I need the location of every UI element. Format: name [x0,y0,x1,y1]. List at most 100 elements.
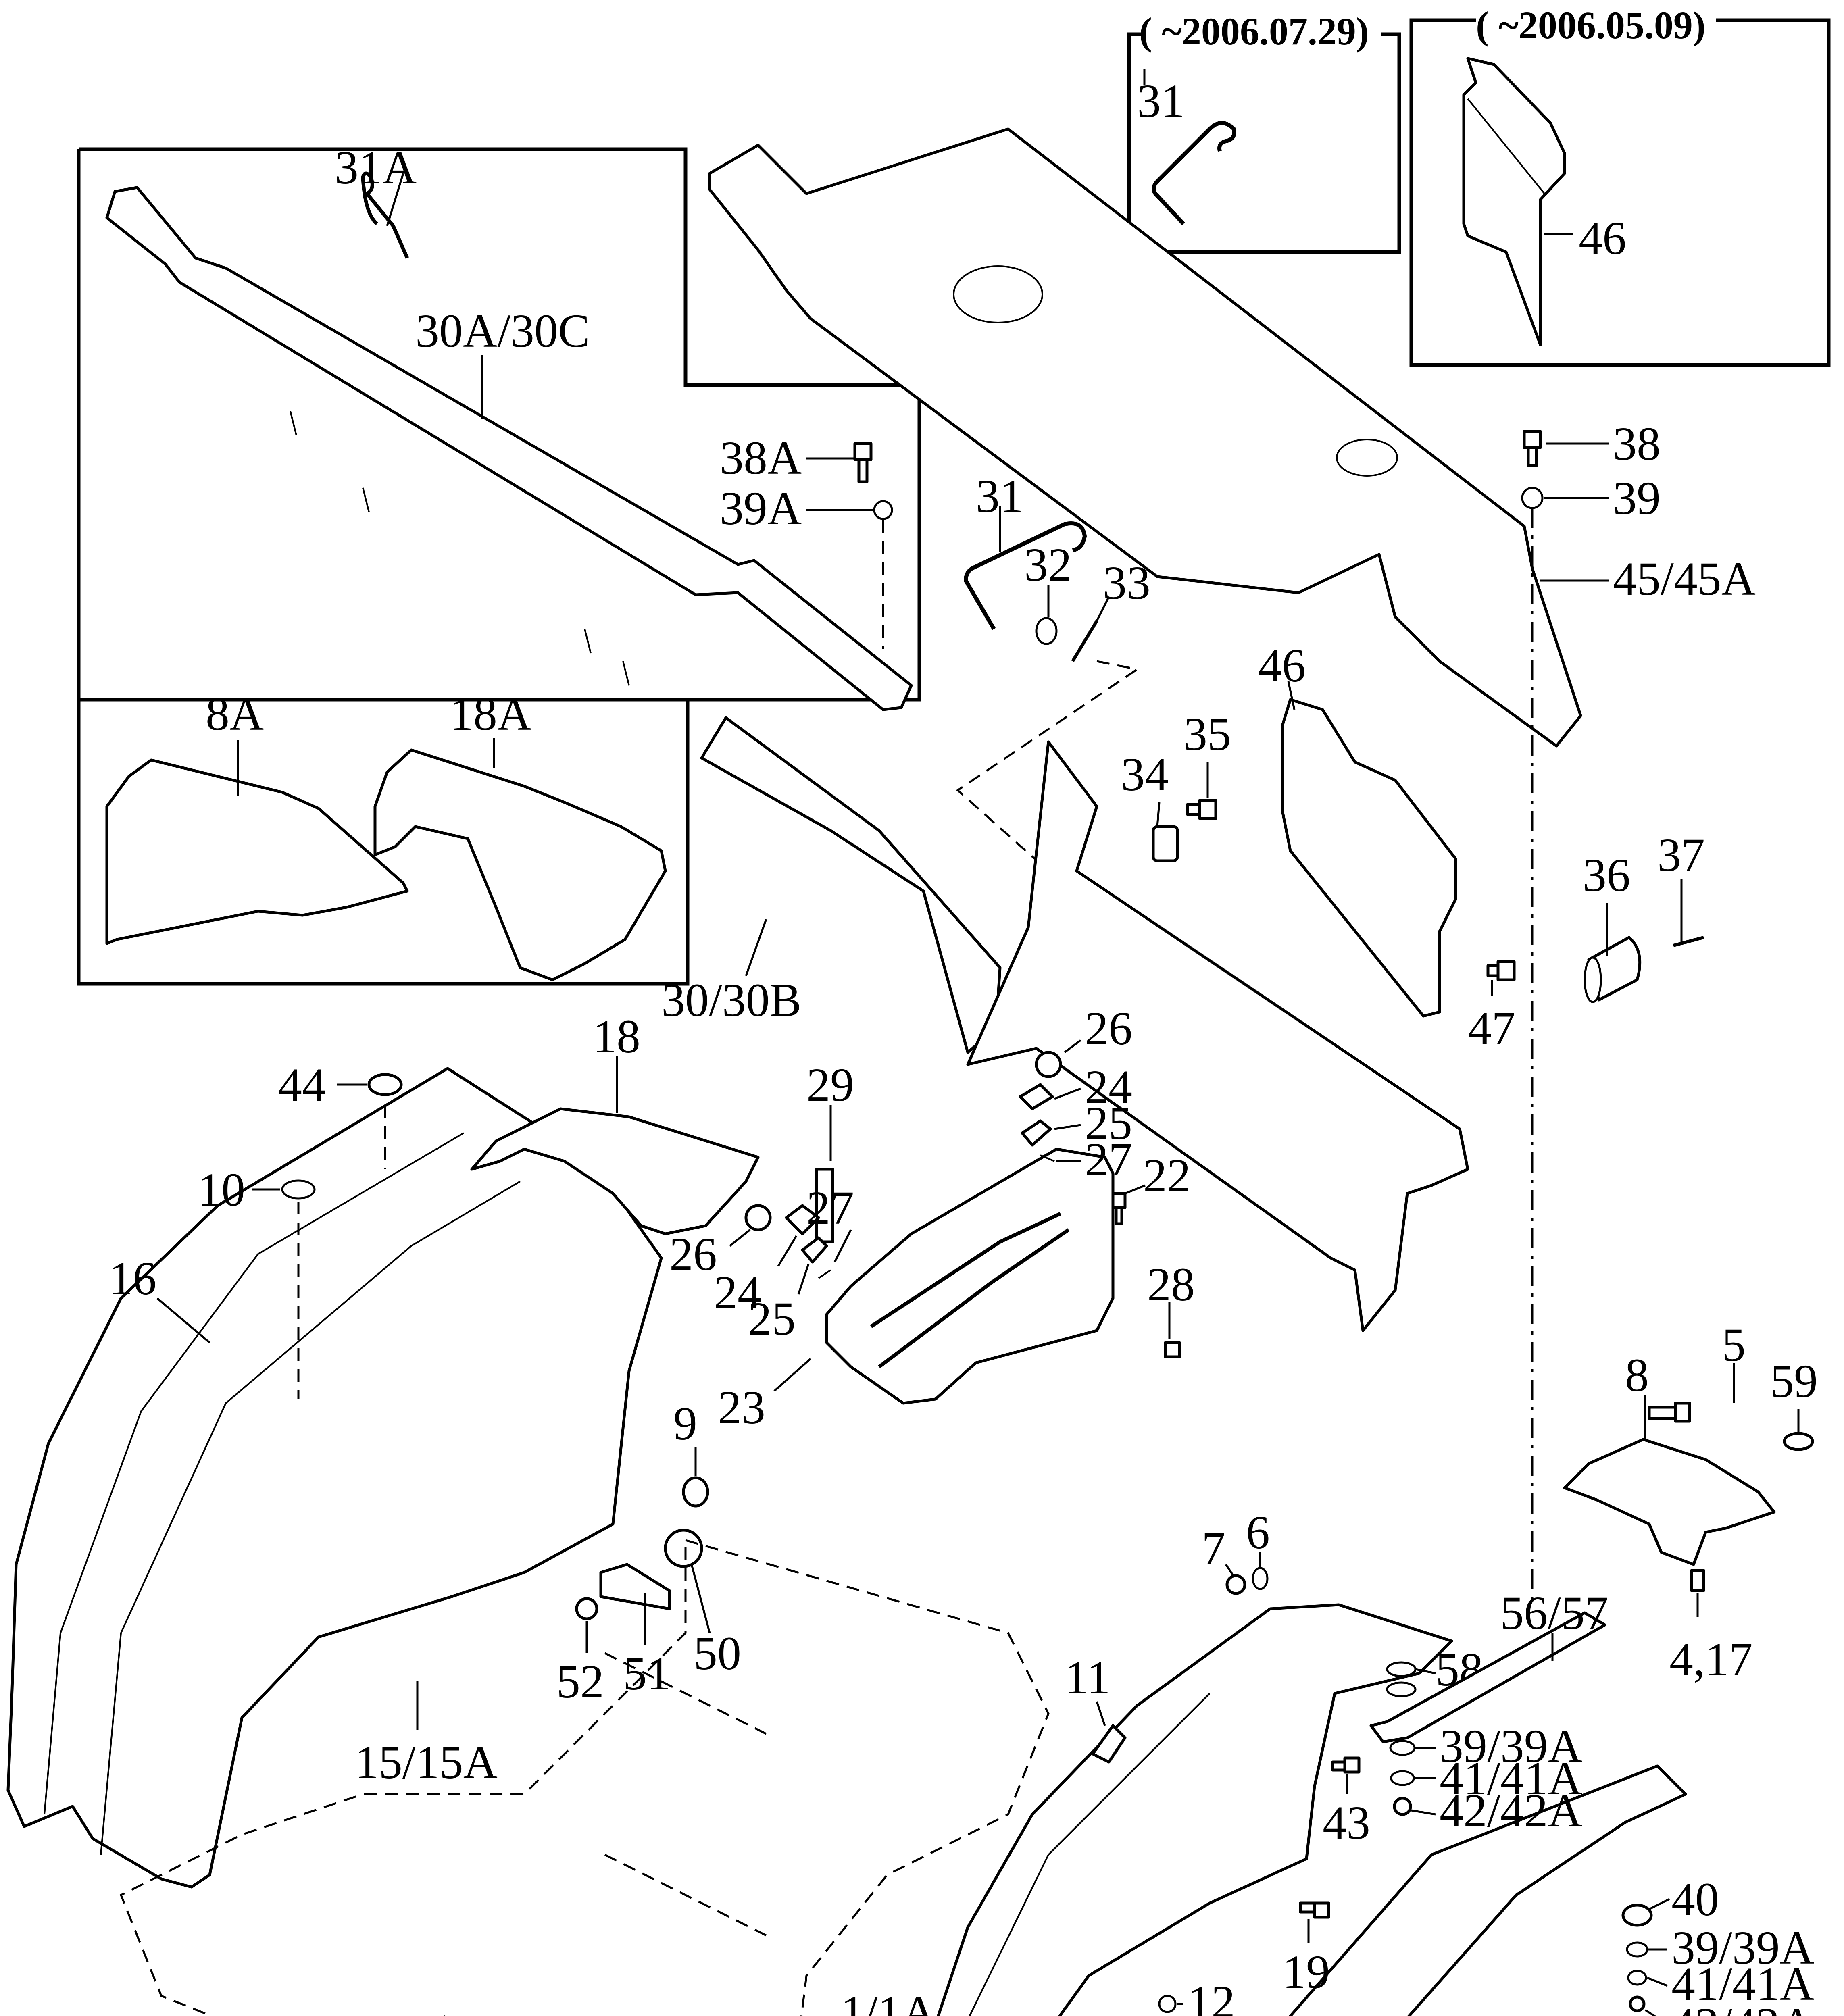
part-27-pin-b: 27 [806,1181,854,1279]
callout-11: 11 [1065,1651,1111,1704]
inset-2006-07-29: ( ~2006.07.29) 31 [1127,10,1401,254]
callout-52: 52 [556,1655,604,1708]
part-35-bolt: 35 [1183,708,1231,820]
callout-59: 59 [1770,1355,1818,1408]
callout-8: 8 [1625,1349,1649,1402]
part-42-nut-r2: 42/42A [1629,1995,1814,2016]
part-33-cotter-pin: 33 [1071,556,1150,662]
part-25-clip-a: 25 [1021,1097,1132,1150]
callout-37: 37 [1657,829,1705,881]
part-30A-bar [105,186,913,711]
callout-46-inset: 46 [1579,212,1626,264]
part-10-plug: 10 [198,1163,316,1399]
callout-32: 32 [1024,538,1072,591]
part-28-bolt: 28 [1147,1258,1195,1358]
callout-27b: 27 [806,1181,854,1234]
part-8-cover: 8 [1563,1349,1776,1566]
callout-30A-30C: 30A/30C [415,304,590,357]
callout-56-57: 56/57 [1500,1587,1609,1639]
part-36-lamp: 36 [1583,849,1642,1003]
callout-9: 9 [673,1397,697,1450]
part-19-bolt: 19 [1282,1901,1330,1998]
callout-46: 46 [1258,639,1306,692]
part-2-fender-edge: 2 [1289,1764,1687,2016]
callout-25b: 25 [748,1292,796,1345]
part-38-bolt: 38 [1523,417,1661,470]
callout-5: 5 [1722,1318,1746,1371]
callout-43: 43 [1323,1796,1370,1849]
callout-47: 47 [1468,1002,1515,1055]
callout-19: 19 [1282,1945,1330,1998]
callout-25a: 25 [1085,1097,1132,1150]
part-41-washer-r2: 41/41A [1627,1958,1814,2010]
callout-18A: 18A [450,687,531,740]
callout-6: 6 [1246,1506,1270,1559]
callout-12: 12 [1188,1976,1235,2016]
part-52-nut: 52 [556,1597,604,1708]
part-27-pin-a: 27 [1040,1133,1132,1186]
part-42-nut-r1: 42/42A [1393,1784,1582,1837]
part-46-plate: 46 [1258,639,1457,1018]
part-41-washer-r1: 41/41A [1390,1752,1582,1805]
part-23-lever-guide: 23 [718,1148,1115,1434]
part-29-bracket: 29 [806,1058,854,1243]
inset-date-label: ( ~2006.07.29) [1139,10,1369,53]
part-31-pin-inset [1152,121,1236,225]
callout-16: 16 [109,1252,156,1305]
callout-28: 28 [1147,1258,1195,1311]
part-44-plug: 44 [278,1058,403,1169]
callout-39-r1: 39/39A [1440,1720,1582,1772]
inset-variant-covers: 8A 18A [77,687,690,986]
part-38A-bolt [853,442,873,483]
callout-8A: 8A [206,687,264,740]
callout-50: 50 [694,1627,741,1680]
part-39A-washer [873,500,893,520]
part-43-bolt: 43 [1323,1756,1370,1849]
callout-38: 38 [1613,417,1661,470]
part-1-fender-right: 1/1A [841,1603,1453,2016]
callout-18: 18 [593,1010,640,1063]
callout-10: 10 [198,1163,245,1216]
part-12-washer: 12 [1158,1976,1235,2016]
part-22-bolt: 22 [1111,1149,1191,1225]
inset-variant-bar: 31A 30A/30C 38A 39A [77,141,921,711]
callout-36: 36 [1583,849,1630,902]
part-9-grommet: 9 [673,1397,709,1508]
callout-33: 33 [1103,556,1150,609]
part-31-pin: 31 [963,470,1087,630]
part-24-plate-a: 24 [1019,1060,1132,1113]
callout-4-17: 4,17 [1669,1633,1753,1686]
part-50-knob: 50 [664,1529,741,1680]
callout-23: 23 [718,1381,765,1434]
part-31A-clip [361,171,409,259]
inset-2006-05-09: ( ~2006.05.09) 46 [1409,4,1831,367]
part-16-fender-left: 16 15/15A [6,1067,663,1889]
part-18A-cover [373,748,667,981]
part-11-handle: 11 [1065,1651,1127,1764]
part-46-plate-inset [1462,57,1566,346]
callout-1-1A: 1/1A [841,1986,936,2016]
part-30-bracket: 30/30B [661,716,1469,1332]
part-25-clip-b: 25 [748,1236,828,1345]
part-24-plate-b: 24 [714,1204,820,1319]
callout-26b: 26 [669,1228,717,1281]
callout-42-r2: 42/42A [1671,1998,1814,2016]
part-4-17-clip: 4,17 [1669,1569,1753,1686]
callout-41-r2: 41/41A [1671,1958,1814,2010]
part-26-knob-b: 26 [669,1204,772,1281]
callout-45-45A: 45/45A [1613,552,1756,605]
callout-34: 34 [1121,748,1169,801]
callout-27a: 27 [1085,1133,1132,1186]
part-59-screw: 59 [1770,1355,1818,1451]
part-18-cover: 18 [470,1010,760,1235]
callout-42-r1: 42/42A [1440,1784,1582,1837]
part-39-washer-r1: 39/39A [1389,1720,1582,1772]
callout-44: 44 [278,1058,326,1111]
part-39-washer: 39 [1521,472,1661,525]
part-6-washer: 6 [1246,1506,1270,1590]
callout-7: 7 [1202,1522,1225,1575]
callout-40: 40 [1671,1873,1719,1926]
part-26-knob-a: 26 [1035,1002,1132,1078]
part-45-hood: 45/45A [708,127,1756,748]
